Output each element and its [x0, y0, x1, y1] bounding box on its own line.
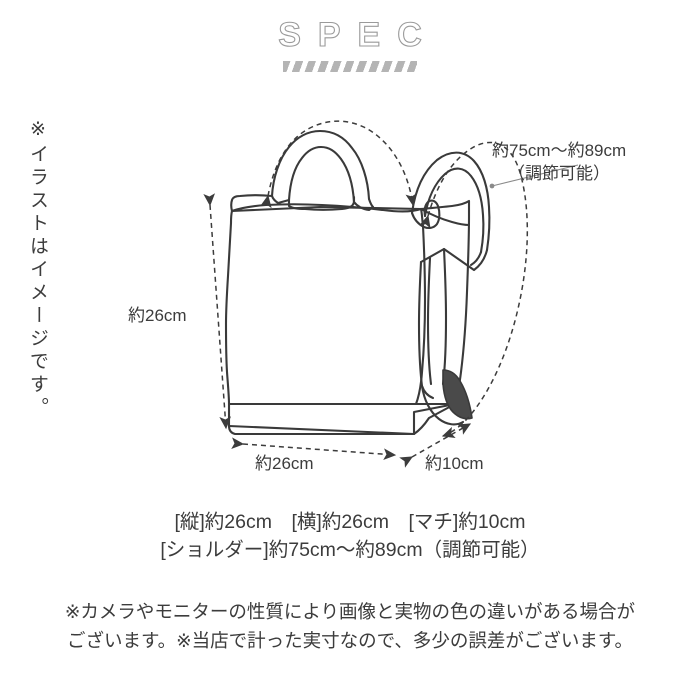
spec-row-shoulder: [ショルダー]約75cm〜約89cm（調節可能）: [160, 539, 540, 562]
spec-title-block: SPEC: [0, 16, 700, 72]
bag-side-gusset: [414, 199, 471, 406]
shoulder-strap-loop: [410, 199, 441, 230]
callout-height: 約26cm: [128, 306, 187, 325]
strap-foot-accent-edge: [420, 384, 465, 426]
shoulder-strap-lower-seam: [420, 384, 435, 400]
shoulder-strap-tail-top-edge: [469, 250, 483, 267]
bag-handle-left: [270, 129, 371, 201]
bag-handle-right-base: [352, 200, 375, 212]
callout-shoulder-adjustable: （調節可能）: [508, 163, 611, 183]
bag-handle-right: [367, 197, 375, 209]
shoulder-strap-tail-upper: [419, 247, 489, 272]
shoulder-strap-length-arc-lower: [441, 423, 463, 438]
page-title: SPEC: [278, 16, 439, 54]
bag-base-right-corner: [412, 402, 457, 436]
bag-top-rim: [230, 203, 423, 213]
height-dimension-line: [203, 193, 232, 430]
shoulder-strap-band-right: [441, 247, 448, 386]
disclaimer-line-2: ございます。※当店で計った実寸なので、多少の誤差がございます。: [66, 629, 634, 651]
callout-width: 約26cm: [255, 454, 314, 473]
bag-front-panel: [224, 205, 427, 406]
strap-foot-accent: [442, 369, 473, 420]
bag-handle-left-inner: [287, 145, 356, 204]
dimension-guides: [203, 120, 529, 468]
shoulder-strap-band-crease: [426, 256, 433, 386]
bag-base-band-inner: [227, 424, 416, 436]
bag-gusset-top-edge: [419, 207, 471, 227]
diagonal-stripe-bar-icon: [283, 61, 417, 72]
illustration-disclaimer-vertical: ※イラストはイメージです。: [27, 118, 48, 420]
callout-shoulder-length: 約75cm〜約89cm （調節可能）: [492, 140, 626, 186]
bag-handle-base-left: [270, 194, 291, 205]
shoulder-strap-arc-inner: [423, 167, 485, 254]
bag-opening-left-edge: [230, 194, 274, 213]
disclaimer-line-1: ※カメラやモニターの性質により画像と実物の色の違いがある場合が: [64, 601, 636, 622]
spec-measurements: [縦]約26cm [横]約26cm [マチ]約10cm [ショルダー]約75cm…: [0, 508, 700, 565]
callout-shoulder-range: 約75cm〜約89cm: [492, 141, 627, 160]
handle-height-arc: [260, 120, 418, 209]
bag-handle-inner-well: [287, 195, 356, 211]
bag-body-group: [224, 129, 491, 436]
shoulder-strap-band-left: [417, 260, 424, 388]
shoulder-strap-arc-outer: [410, 151, 491, 252]
spec-row-dimensions: [縦]約26cm [横]約26cm [マチ]約10cm: [174, 511, 526, 533]
color-accuracy-disclaimer: ※カメラやモニターの性質により画像と実物の色の違いがある場合が ございます。※当…: [0, 598, 700, 655]
callout-depth: 約10cm: [425, 454, 484, 473]
bag-base-band: [227, 402, 457, 436]
